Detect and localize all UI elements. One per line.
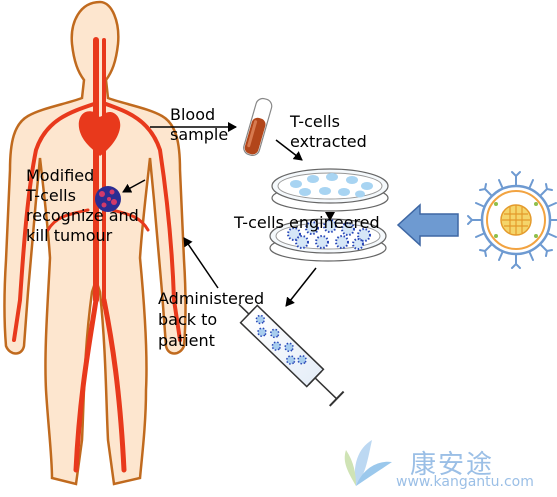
arrow-to-dish [275,139,303,161]
car-t-cell-icon [467,171,557,269]
label-line: patient [158,331,215,350]
watermark-chinese: 康安途 [410,450,495,480]
arrow-to-syringe [285,267,317,307]
label-line: Blood [170,105,216,124]
label-blood-sample: Blood sample [170,105,228,145]
label-line: Administered [158,289,265,308]
label-line: back to [158,310,218,329]
label-administered: Administered back to patient [158,288,264,351]
petri-dish-engineered-icon [269,218,387,262]
arrow-to-tumour [122,179,146,193]
label-line: T-cells [290,112,340,131]
petri-dish-icon [271,168,389,212]
label-line: kill tumour [26,226,113,245]
watermark-url: www.kangantu.com [396,474,534,490]
label-line: sample [170,125,229,144]
syringe-icon [238,303,345,407]
engineering-arrow [396,203,459,247]
label-line: T-cells [26,186,76,205]
blood-tube-icon [243,97,273,156]
label-line: Modified [26,166,95,185]
tumour-icon [95,186,121,212]
watermark-logo-icon [344,440,392,486]
label-tcells-extracted: T-cells extracted [290,112,367,152]
label-tcells-engineered: T-cells engineered [234,213,380,232]
arrow-to-body [183,237,219,289]
blood-vessels [12,37,182,473]
heart-icon [78,111,121,156]
label-line: extracted [290,132,367,151]
label-line: recognize and [26,206,139,225]
label-modified-tcells: Modified T-cells recognize and kill tumo… [26,166,139,246]
flow-arrows [122,122,335,307]
